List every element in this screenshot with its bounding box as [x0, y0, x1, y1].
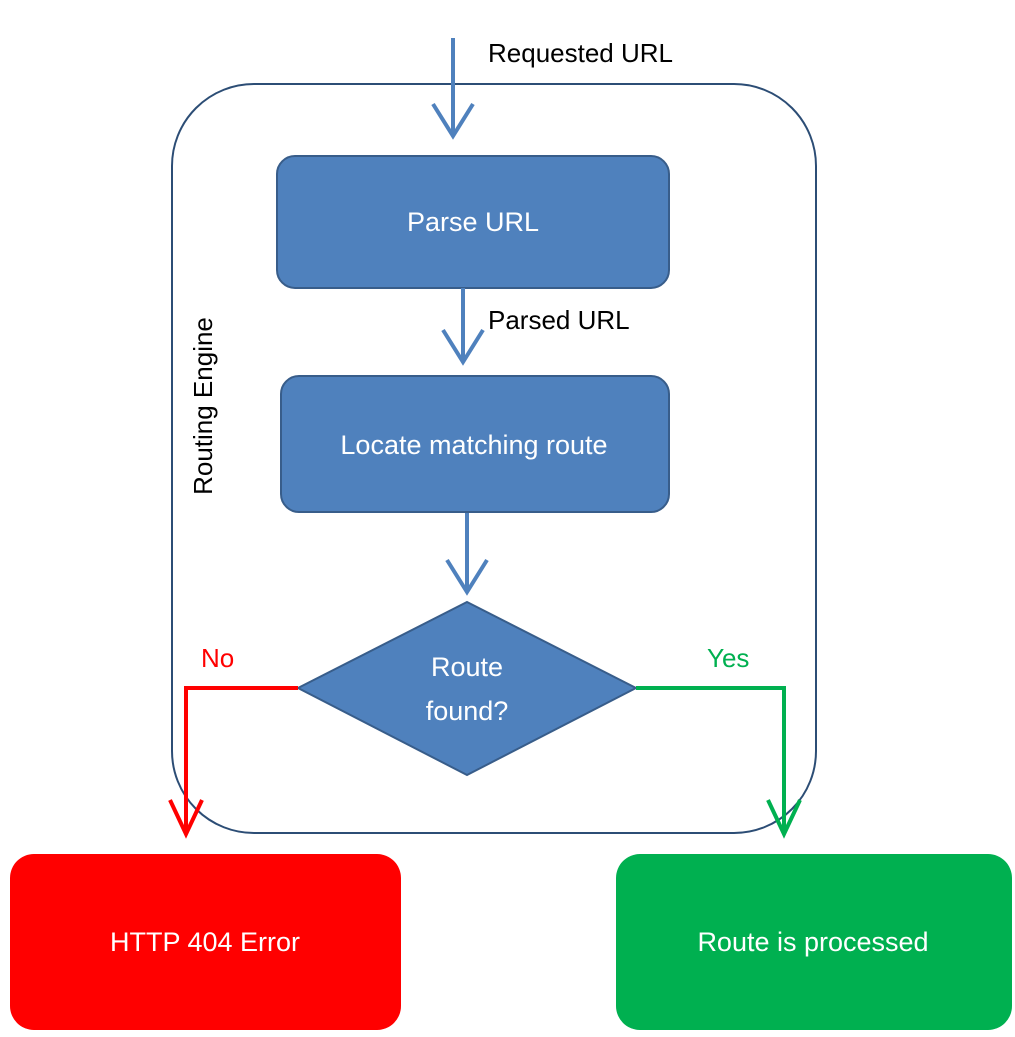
to-decision-arrow: [445, 513, 489, 596]
requested-url-label: Requested URL: [488, 38, 673, 68]
http-404-error-label: HTTP 404 Error: [110, 927, 300, 957]
decision-label-line2: found?: [426, 696, 509, 726]
locate-route-box: [280, 375, 670, 513]
parse-url-label: Parse URL: [407, 207, 539, 237]
http-404-error-box: [10, 854, 401, 1030]
parse-url-box: [276, 155, 670, 289]
parsed-url-arrow: [441, 288, 485, 366]
yes-label: Yes: [707, 643, 749, 673]
no-branch-arrow: [168, 686, 298, 839]
routing-engine-label: Routing Engine: [188, 317, 218, 495]
parsed-url-label: Parsed URL: [488, 305, 630, 335]
requested-url-arrow: [431, 38, 475, 140]
decision-label-line1: Route: [431, 652, 503, 682]
route-processed-box: [616, 854, 1012, 1030]
no-label: No: [201, 643, 234, 673]
routing-engine-container: [171, 83, 817, 834]
route-processed-label: Route is processed: [697, 927, 928, 957]
yes-branch-arrow: [636, 686, 802, 839]
locate-route-label: Locate matching route: [340, 430, 607, 460]
route-found-decision: [295, 600, 639, 777]
